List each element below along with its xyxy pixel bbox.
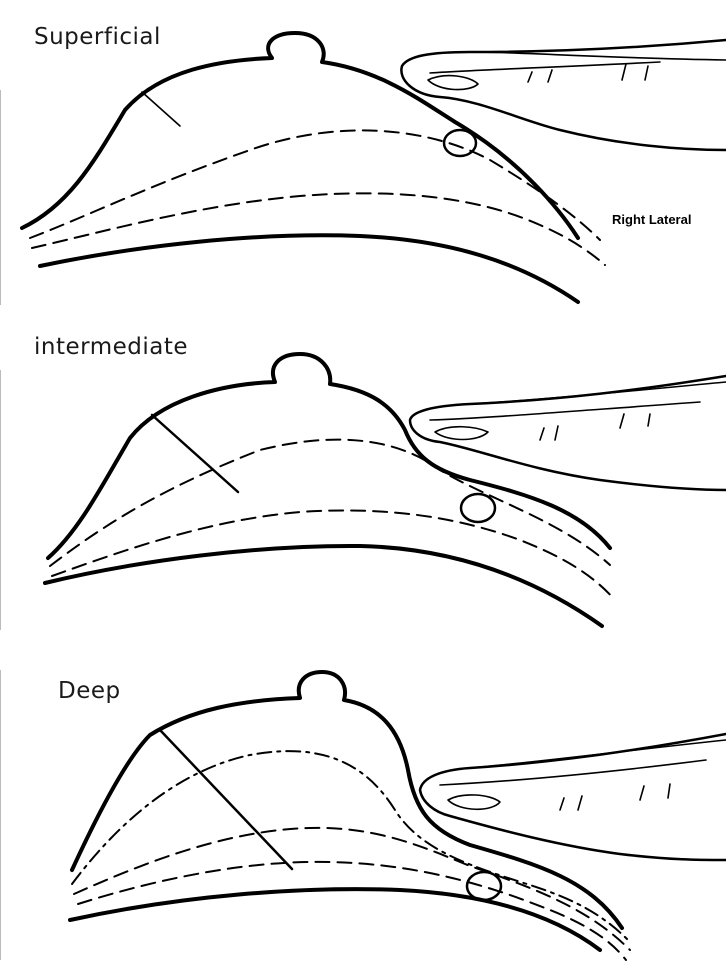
panel-superficial: Superficial Right Lateral <box>0 0 726 320</box>
dashed-layer-lower <box>78 862 626 960</box>
side-label-right-lateral: Right Lateral <box>612 212 691 227</box>
finger-outline <box>420 734 726 860</box>
fingernail <box>435 427 488 440</box>
panel-label: intermediate <box>34 334 188 360</box>
chest-wall <box>45 546 602 626</box>
panel-deep: Deep <box>0 650 726 974</box>
breast-outline <box>48 354 610 558</box>
depth-line <box>160 730 292 869</box>
fingernail <box>428 76 478 90</box>
finger-line <box>470 740 726 768</box>
finger-outline <box>410 376 726 490</box>
depth-line <box>152 415 238 492</box>
panel-label: Deep <box>58 678 121 704</box>
breast-diagram-intermediate <box>0 320 726 650</box>
dashed-layer-upper <box>30 130 600 240</box>
fingernail <box>448 795 500 809</box>
lump <box>467 872 501 900</box>
panel-label: Superficial <box>34 24 161 50</box>
depth-line <box>142 92 180 126</box>
chest-wall <box>40 235 578 302</box>
dashdot-layer <box>72 751 628 940</box>
finger-line <box>470 52 726 60</box>
finger-line <box>440 760 706 785</box>
knuckle-mark <box>540 414 650 440</box>
lump <box>461 494 495 522</box>
dashed-layer-lower <box>32 193 605 265</box>
panel-intermediate: intermediate <box>0 320 726 650</box>
knuckle-mark <box>560 784 670 810</box>
